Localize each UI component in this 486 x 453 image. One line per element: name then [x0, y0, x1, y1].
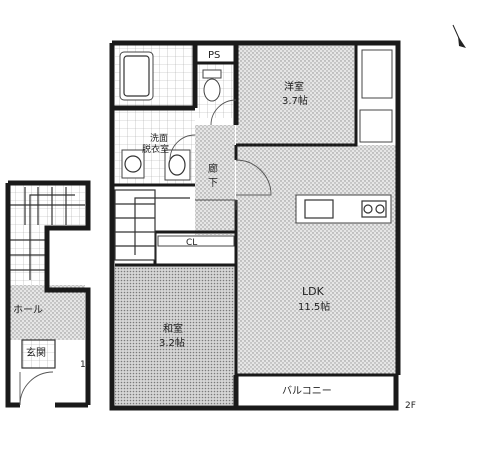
ldk-floor: [236, 145, 396, 375]
western-closet: [361, 49, 393, 99]
entrance-floor: [22, 340, 55, 368]
balcony-label: バルコニー: [282, 385, 332, 397]
stairs-2f: [114, 189, 190, 261]
corridor-label-top: 廊: [208, 162, 218, 175]
ldk-label: LDK: [302, 285, 325, 298]
closet-door: [157, 235, 235, 247]
fridge: [359, 109, 393, 143]
floor-1: ホール 玄関 1F: [5, 180, 91, 408]
japanese-room-label: 和室: [163, 322, 183, 335]
closet-label: CL: [186, 238, 197, 248]
floor-2: PS 洋室 3.7帖 洗面 脱衣室 廊 下 CL LDK 11.5帖 和室 3.…: [109, 40, 416, 411]
stairs-1f: [10, 187, 85, 280]
western-room-floor: [236, 45, 356, 145]
toilet: [202, 69, 222, 102]
kitchen-counter: [295, 194, 392, 224]
hall-label: ホール: [13, 304, 43, 316]
japanese-room-floor: [115, 265, 235, 405]
ps-label: PS: [208, 50, 220, 61]
washer: [121, 149, 145, 179]
hall-floor: [10, 285, 85, 340]
bathtub: [119, 51, 154, 101]
washroom-sub-label: 脱衣室: [142, 143, 169, 155]
western-room-label: 洋室: [284, 80, 304, 93]
corridor-label-bottom: 下: [208, 178, 218, 189]
floor-2-label: 2F: [405, 401, 416, 411]
washroom-label: 洗面: [150, 132, 168, 144]
north-arrow-icon: [452, 24, 466, 48]
corridor-floor: [195, 125, 235, 235]
japanese-room-size: 3.2帖: [159, 336, 185, 349]
ldk-size: 11.5帖: [298, 300, 330, 313]
floor-1-label: 1F: [80, 360, 91, 370]
entrance-label: 玄関: [26, 346, 46, 359]
western-room-size: 3.7帖: [282, 94, 308, 107]
